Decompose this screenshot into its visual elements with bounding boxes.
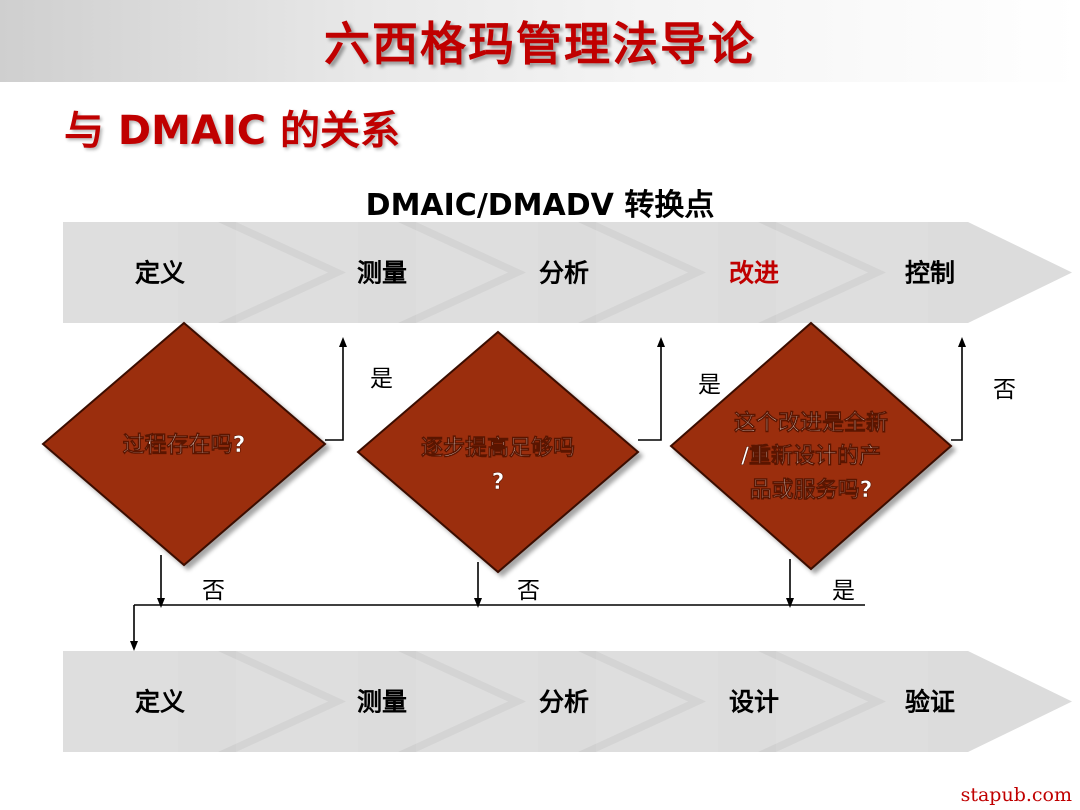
dmaic-row-sheen [236,222,358,323]
title-bar [0,0,1080,82]
branch-label: 是 [832,578,855,604]
dmadv-row-sheen [596,651,718,752]
dmaic-row: 定义 测量 分析 改进 控制 [63,222,1072,323]
dmadv-row-step-label: 验证 [905,688,955,717]
watermark: stapub.com [960,784,1072,806]
decision-diamond [41,321,327,567]
decision-3-connectors: 否是 [786,337,1016,608]
dmaic-row-sheen [776,222,928,323]
dmadv-row-step-label: 定义 [135,688,185,717]
decision-text: 逐步提高足够吗 [421,435,575,461]
decision-1-connectors: 是否 [157,337,393,608]
dmadv-row-sheen [776,651,928,752]
yes-branch-arrow [638,337,665,441]
decision-2: 逐步提高足够吗? [356,330,640,574]
dmadv-row-step-label: 测量 [357,688,407,717]
dmaic-row-step-label: 控制 [905,259,955,288]
process-rows: 定义测量分析改进控制定义测量分析设计验证 [63,222,1072,752]
dmaic-row-step-label: 分析 [539,259,589,288]
branch-label: 否 [202,578,225,604]
slide-title: 六西格玛管理法导论 [324,17,756,71]
branch-label: 否 [517,578,540,604]
dmadv-row-sheen [236,651,358,752]
dmaic-row-step-label: 测量 [357,259,407,288]
dmaic-row-sheen [596,222,718,323]
decision-diamond [669,321,953,571]
dmaic-row-step-label: 定义 [135,259,185,288]
dmaic-row-step-label: 改进 [729,259,779,288]
decision-text: /重新设计的产 [741,443,881,469]
slide-subtitle: 与 DMAIC 的关系 [64,108,401,154]
branch-label: 否 [993,377,1016,403]
dmadv-row-sheen [416,651,538,752]
return-path [130,604,865,651]
dmadv-row-sheen [63,651,178,752]
decision-text: 品或服务吗? [750,477,873,503]
branch-label: 是 [698,372,721,398]
decision-text: 这个改进是全新 [734,410,888,436]
decision-1: 过程存在吗? [41,321,327,567]
dmaic-row-sheen [63,222,178,323]
diagram-title: DMAIC/DMADV 转换点 [365,188,715,223]
dmadv-row: 定义 测量 分析 设计 验证 [63,651,1072,752]
decision-text: 过程存在吗? [123,432,246,458]
dmadv-row-step-label: 设计 [729,688,779,717]
decision-2-connectors: 是否 [474,337,721,608]
dmaic-row-sheen [416,222,538,323]
decision-diamond [356,330,640,574]
yes-branch-arrow [325,337,347,441]
yes-branch-arrow [951,337,966,441]
branch-label: 是 [370,366,393,392]
dmadv-row-step-label: 分析 [539,688,589,717]
decision-text: ? [492,470,505,495]
